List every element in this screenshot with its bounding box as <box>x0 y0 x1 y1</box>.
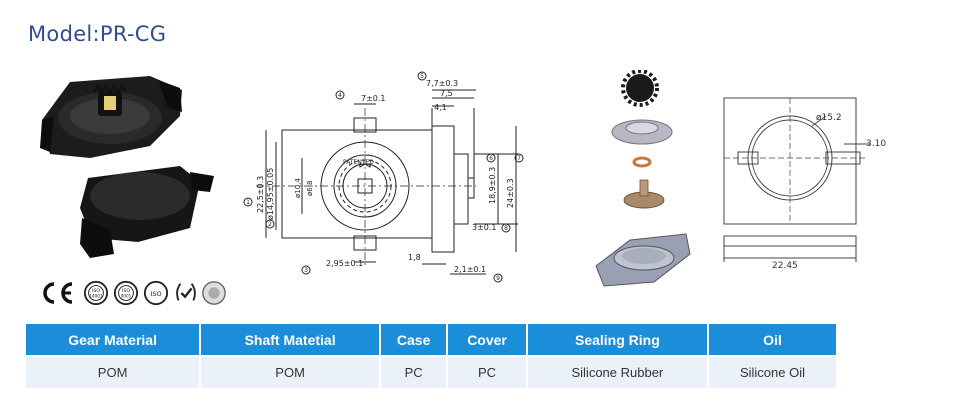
damper-top-unit <box>40 76 182 158</box>
dim-label: 2,1±0.1 <box>454 265 486 274</box>
dim-label: 2,95±0.1 <box>326 259 363 268</box>
sealing-ring-part <box>632 156 652 168</box>
rohs-icon <box>202 281 226 305</box>
product-photo <box>40 76 214 258</box>
table-cell: Silicone Rubber <box>527 355 707 388</box>
marker-label: 4 <box>338 92 342 99</box>
case-part <box>595 233 691 287</box>
dim-label: 7,7±0.3 <box>426 79 458 88</box>
column-header: Case <box>380 324 447 355</box>
marker-label: 3 <box>304 267 308 274</box>
marker-label: 9 <box>496 275 500 282</box>
outline-diameter-label: ø15.2 <box>816 113 842 123</box>
svg-text:ISO: ISO <box>122 288 130 294</box>
dim-label: 18,9±0.3 <box>488 167 497 204</box>
marker-label: 7 <box>517 155 521 162</box>
dim-label: ø10,4 <box>294 178 302 198</box>
dim-label: 22,5±0.3 <box>256 176 265 213</box>
shaft-part <box>623 179 665 209</box>
svg-text:ISO: ISO <box>92 288 100 294</box>
patented-label: PATENTED <box>343 159 374 166</box>
dim-label: 1,8 <box>408 253 421 262</box>
column-header: Cover <box>448 324 526 355</box>
ce-mark-icon <box>43 282 73 304</box>
dim-label: 7±0.1 <box>361 94 386 103</box>
table-header-row: Gear Material Shaft Matetial Case Cover … <box>26 324 836 355</box>
table-cell: Silicone Oil <box>708 355 836 388</box>
marker-label: 2 <box>268 221 272 228</box>
table-cell: POM <box>26 355 200 388</box>
table-cell: PC <box>380 355 447 388</box>
column-header: Shaft Matetial <box>201 324 379 355</box>
table-cell: PC <box>448 355 526 388</box>
table-cell: POM <box>201 355 379 388</box>
material-spec-table: Gear Material Shaft Matetial Case Cover … <box>24 324 838 388</box>
outline-offset-label: 3.10 <box>866 139 886 149</box>
quality-laurel-icon <box>176 283 196 301</box>
svg-text:9001: 9001 <box>121 294 132 299</box>
svg-text:ISO: ISO <box>150 290 161 298</box>
column-header: Gear Material <box>26 324 200 355</box>
marker-label: 1 <box>246 199 250 206</box>
marker-label: 5 <box>420 73 424 80</box>
page-title: Model:PR-CG <box>28 22 167 46</box>
dim-label: ø14,95±0.05 <box>266 168 275 220</box>
cover-part <box>611 119 673 145</box>
dim-label: 24±0.3 <box>506 178 515 208</box>
outline-drawing: ø15.2 3.10 22.45 <box>723 97 886 271</box>
dim-label: 3±0.1 <box>472 223 497 232</box>
outline-width-label: 22.45 <box>772 261 798 271</box>
damper-bottom-unit <box>80 166 214 258</box>
dim-label: ø6,8 <box>306 181 314 196</box>
iso9001-icon: ISO 9001 <box>113 280 139 306</box>
table-row: POM POM PC PC Silicone Rubber Silicone O… <box>26 355 836 388</box>
iso-icon: ISO <box>143 280 169 306</box>
iso14001-icon: ISO 14001 <box>83 280 109 306</box>
marker-label: 6 <box>489 155 493 162</box>
dim-label: 4,1 <box>434 103 447 112</box>
exploded-view <box>595 70 691 287</box>
dim-label: 7,5 <box>440 89 453 98</box>
technical-drawing: 7±0.1 2,95±0.1 7,7±0.3 7,5 4,1 3±0.1 1,8… <box>243 71 524 283</box>
marker-label: 8 <box>504 225 508 232</box>
gear-part <box>621 70 659 107</box>
column-header: Sealing Ring <box>527 324 707 355</box>
column-header: Oil <box>708 324 836 355</box>
svg-text:14001: 14001 <box>89 294 103 299</box>
